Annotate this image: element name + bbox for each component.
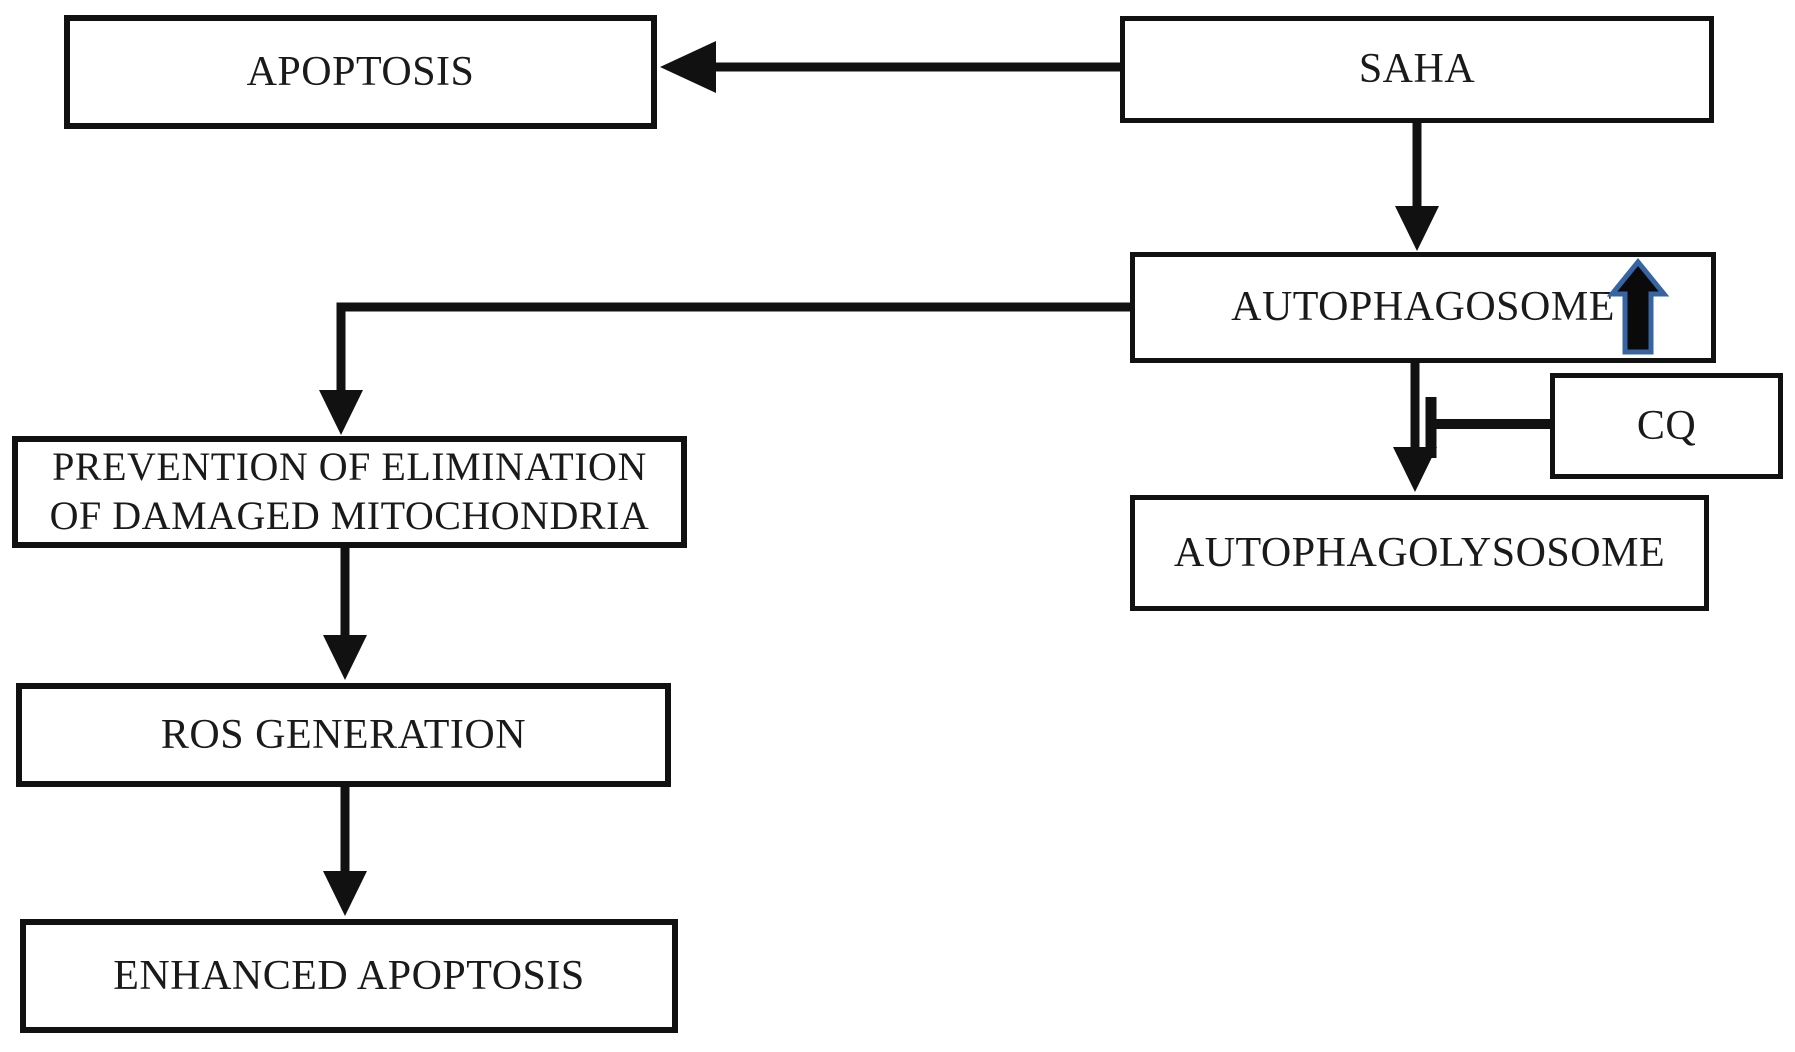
node-prevention-label-line1: PREVENTION OF ELIMINATION — [52, 444, 647, 490]
node-autophagosome: AUTOPHAGOSOME — [1130, 252, 1716, 363]
node-prevention: PREVENTION OF ELIMINATION OF DAMAGED MIT… — [12, 436, 687, 548]
node-enhanced: ENHANCED APOPTOSIS — [20, 919, 678, 1033]
node-prevention-label-line2: OF DAMAGED MITOCHONDRIA — [49, 493, 650, 538]
arrow-saha-to-apoptosis — [660, 41, 1120, 93]
arrow-autophagosome-to-autophagolysosome — [1393, 362, 1437, 492]
up-arrow-icon — [1606, 256, 1670, 358]
arrow-autophagosome-to-prevention — [319, 302, 1130, 435]
inhibition-cq — [1425, 397, 1550, 458]
node-saha-label: SAHA — [1358, 46, 1476, 93]
arrow-saha-to-autophagosome — [1395, 121, 1439, 251]
node-apoptosis-label: APOPTOSIS — [246, 48, 475, 95]
node-autophagolysosome: AUTOPHAGOLYSOSOME — [1130, 495, 1709, 611]
node-enhanced-label: ENHANCED APOPTOSIS — [113, 952, 585, 999]
node-ros: ROS GENERATION — [16, 683, 671, 787]
arrow-ros-to-enhanced — [323, 787, 367, 916]
node-saha: SAHA — [1120, 16, 1714, 123]
arrow-prevention-to-ros — [323, 548, 367, 680]
node-apoptosis: APOPTOSIS — [64, 15, 657, 129]
node-prevention-label: PREVENTION OF ELIMINATION OF DAMAGED MIT… — [50, 443, 650, 541]
node-autophagosome-label: AUTOPHAGOSOME — [1231, 284, 1615, 331]
node-cq-label: CQ — [1636, 402, 1697, 449]
node-cq: CQ — [1550, 373, 1783, 479]
node-autophagolysosome-label: AUTOPHAGOLYSOSOME — [1173, 529, 1666, 576]
node-ros-label: ROS GENERATION — [160, 711, 527, 758]
